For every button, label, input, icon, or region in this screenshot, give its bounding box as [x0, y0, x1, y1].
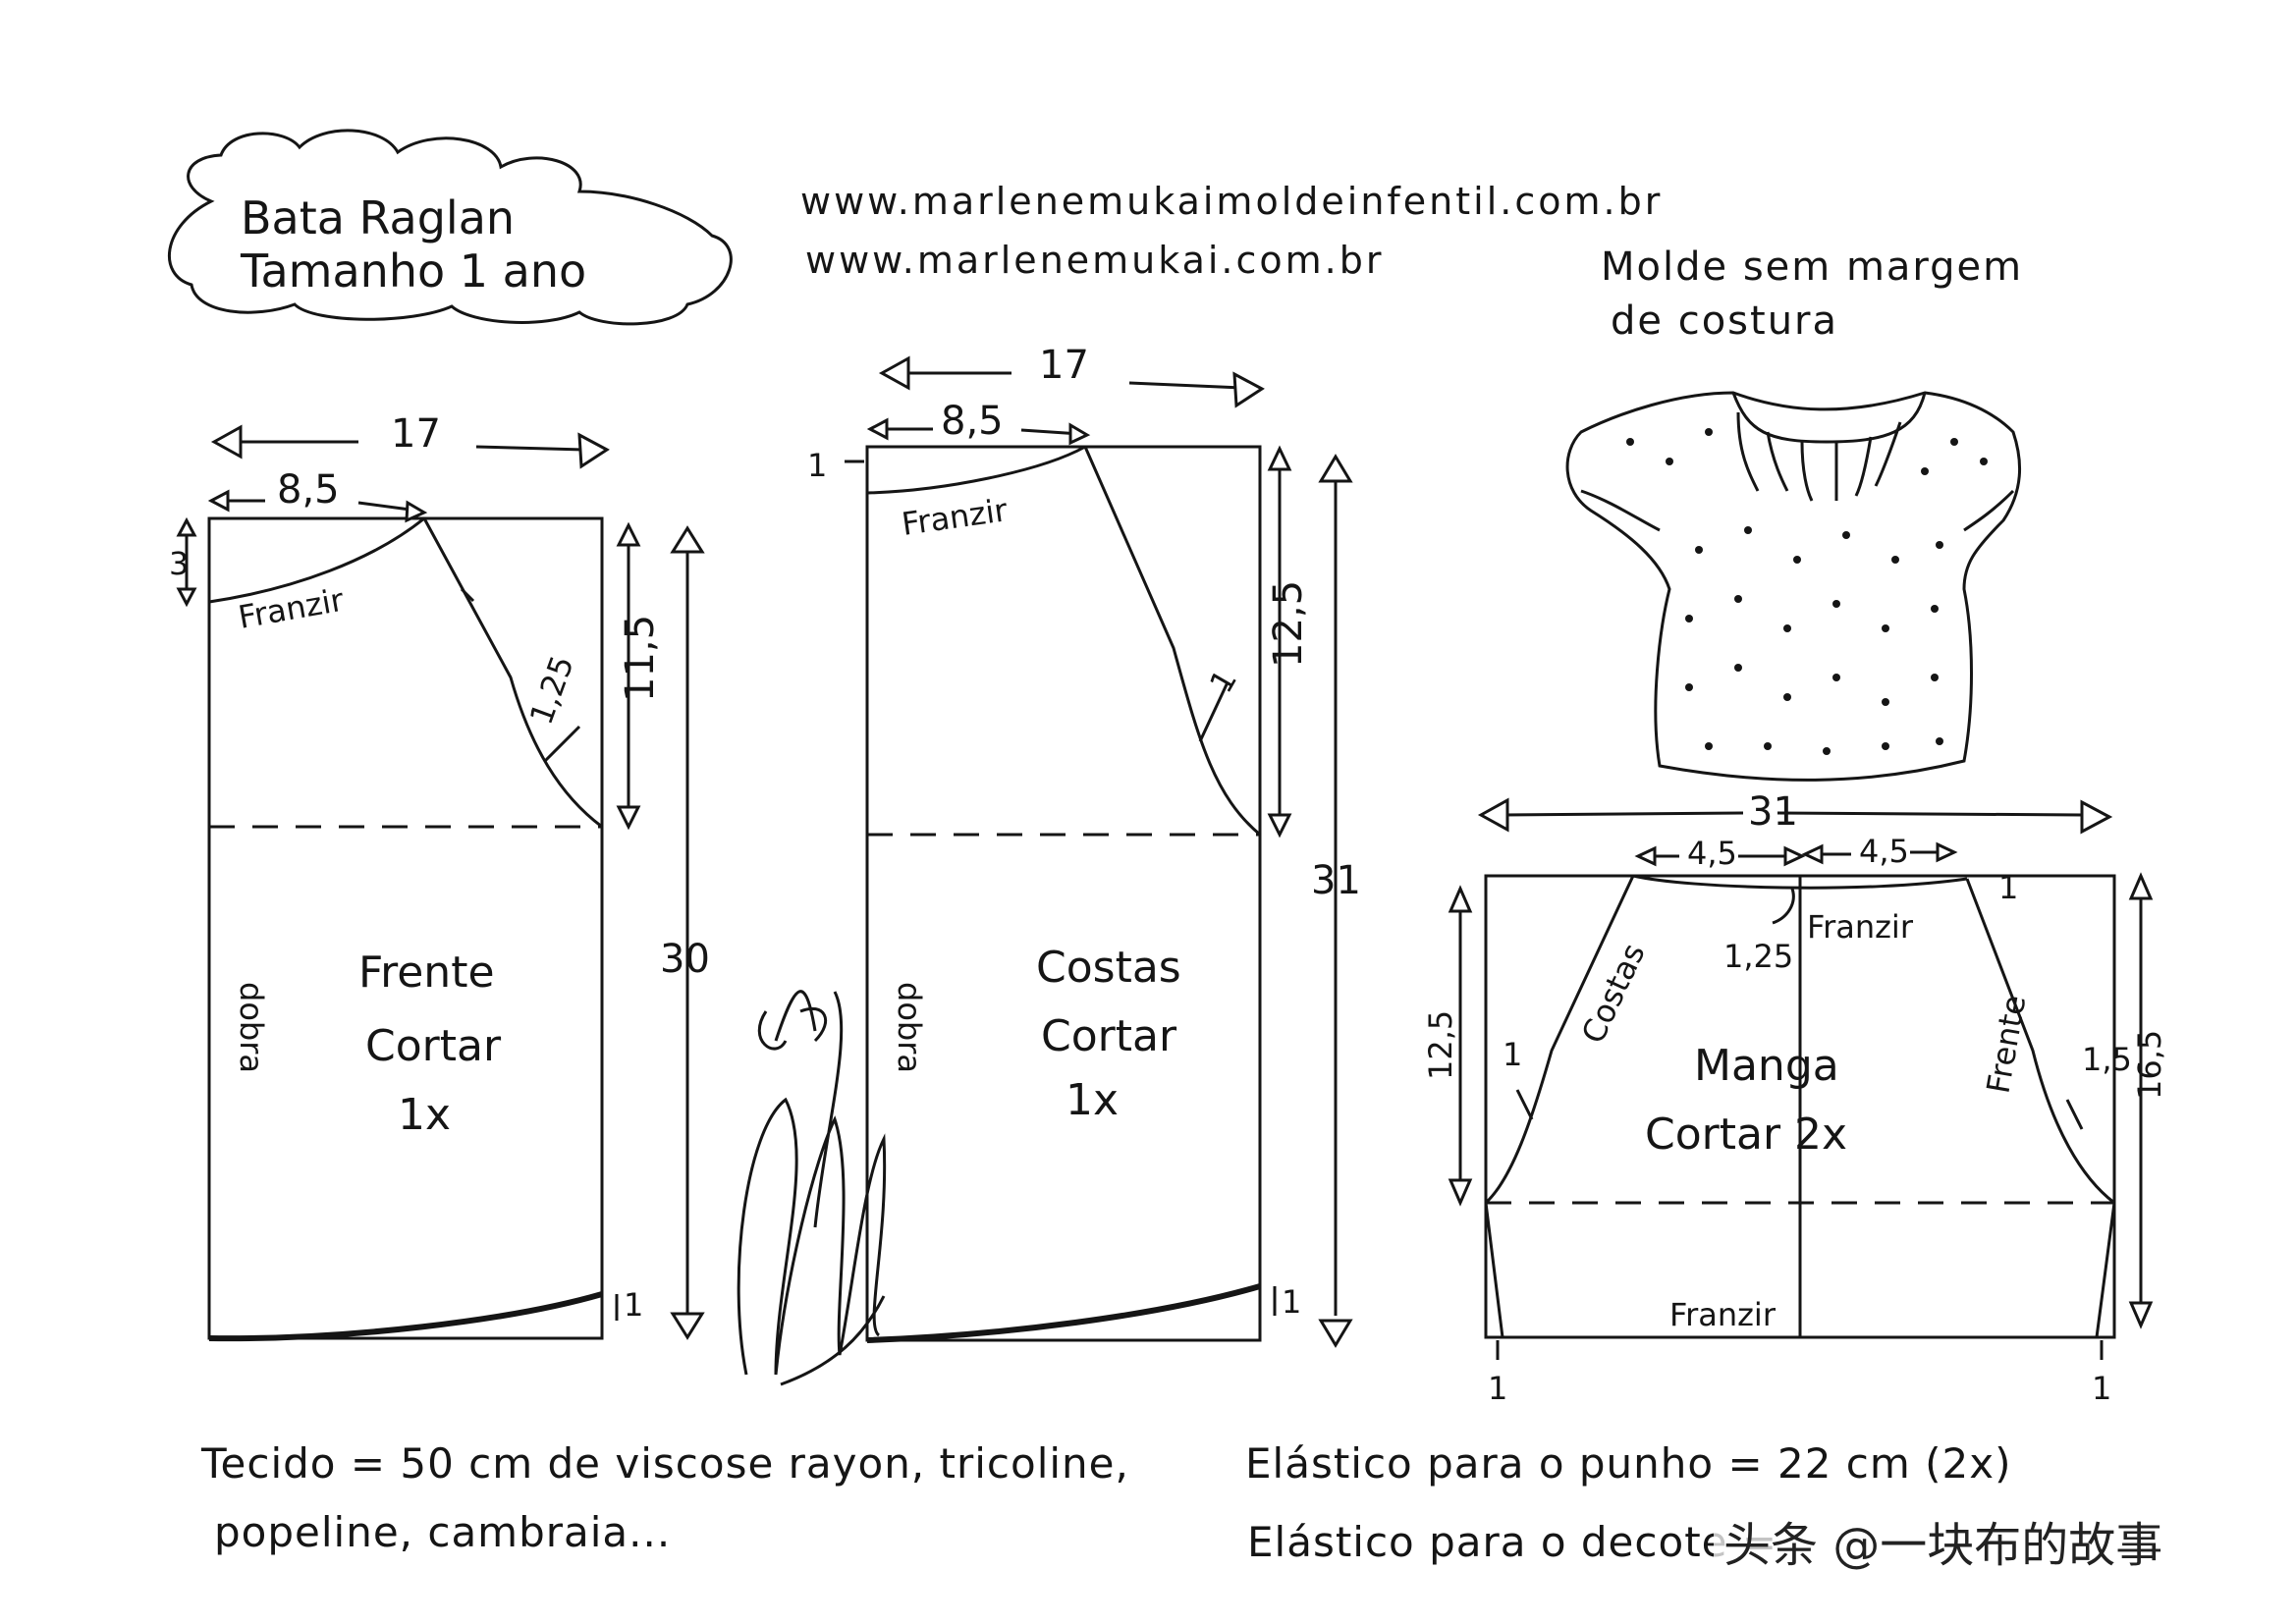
- sleeve-width: 31: [1748, 789, 1798, 835]
- back-half: 8,5: [941, 399, 1004, 444]
- front-curve: 1,25: [522, 651, 581, 730]
- sleeve-left-bottom: 1: [1488, 1370, 1507, 1407]
- note-line2: de costura: [1611, 298, 1838, 344]
- fabric-line2: popeline, cambraia...: [214, 1508, 671, 1556]
- note-line1: Molde sem margem: [1601, 244, 2023, 290]
- sleeve-gather-top: Franzir: [1807, 908, 1914, 946]
- back-piece: 17 8,5 1 Franzir 1 12,5 31 dobra Costas …: [807, 343, 1361, 1348]
- back-drop: 1: [807, 447, 827, 484]
- front-half: 8,5: [277, 467, 340, 513]
- front-length: 30: [660, 937, 710, 982]
- signature: [737, 990, 887, 1386]
- sleeve-left-height: 12,5: [1422, 1010, 1459, 1080]
- front-label1: Frente: [358, 947, 495, 998]
- watermark: 头条 @一块布的故事: [1723, 1518, 2162, 1573]
- back-length: 31: [1311, 858, 1361, 903]
- front-hem: 1: [624, 1286, 643, 1324]
- sleeve-right-bottom: 1: [2092, 1370, 2111, 1407]
- back-armhole: 12,5: [1266, 580, 1311, 668]
- front-width: 17: [391, 411, 441, 457]
- sleeve-piece: 31 4,5 4,5 1 1,25 Franzir Costas Frente …: [1422, 789, 2168, 1407]
- front-armhole: 11,5: [618, 615, 663, 702]
- back-width: 17: [1039, 343, 1089, 388]
- title-line1: Bata Raglan: [241, 191, 515, 244]
- elastic-line1: Elástico para o punho = 22 cm (2x): [1245, 1439, 2012, 1488]
- sleeve-label1: Manga: [1694, 1041, 1839, 1091]
- title-line2: Tamanho 1 ano: [240, 244, 586, 298]
- elastic-line2: Elástico para o decote =: [1247, 1518, 1777, 1566]
- title-cloud: Bata Raglan Tamanho 1 ano: [167, 129, 733, 326]
- back-label3: 1x: [1066, 1075, 1119, 1125]
- front-drop: 3: [169, 545, 189, 582]
- sleeve-left-curve: 1: [1503, 1036, 1522, 1073]
- sleeve-left-half: 4,5: [1687, 835, 1737, 872]
- back-curve: 1: [1202, 663, 1244, 699]
- fabric-line1: Tecido = 50 cm de viscose rayon, tricoli…: [200, 1439, 1129, 1488]
- blouse-illustration: [1565, 391, 2022, 782]
- sleeve-right-curve: 1,5: [2082, 1041, 2132, 1078]
- front-gather: Franzir: [236, 581, 348, 636]
- url-2: www.marlenemukai.com.br: [805, 239, 1385, 282]
- url-1: www.marlenemukaimoldeinfentil.com.br: [800, 180, 1663, 223]
- back-label1: Costas: [1036, 943, 1181, 993]
- sleeve-back-label: Costas: [1574, 938, 1653, 1049]
- back-fold: dobra: [891, 982, 928, 1073]
- sleeve-center-drop: 1,25: [1723, 938, 1793, 975]
- sleeve-right-drop: 1: [1998, 869, 2018, 906]
- front-label3: 1x: [398, 1090, 451, 1140]
- sleeve-right-height: 16,5: [2131, 1030, 2168, 1100]
- sleeve-label2: Cortar 2x: [1645, 1110, 1847, 1160]
- front-piece: 17 8,5 3 Franzir 1,25 11,5 30 dobra Fren…: [169, 411, 710, 1342]
- back-label2: Cortar: [1041, 1011, 1177, 1061]
- sleeve-front-label: Frente: [1979, 993, 2033, 1097]
- front-label2: Cortar: [365, 1021, 502, 1071]
- back-hem: 1: [1282, 1283, 1301, 1321]
- sleeve-gather-bottom: Franzir: [1669, 1296, 1777, 1333]
- front-fold: dobra: [233, 982, 270, 1073]
- back-gather: Franzir: [900, 491, 1011, 543]
- sleeve-right-half: 4,5: [1859, 833, 1909, 870]
